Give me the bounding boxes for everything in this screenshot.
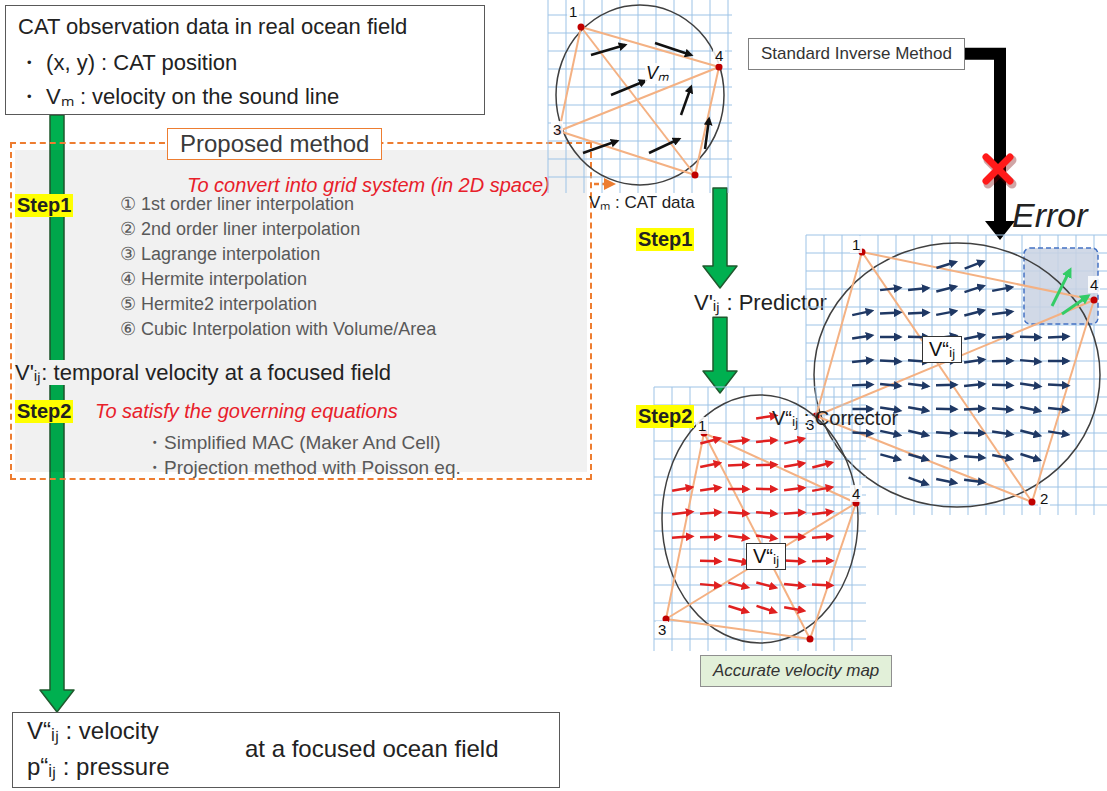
- step-tag: Step2: [15, 400, 73, 423]
- station-number: 4: [713, 47, 725, 64]
- text-line: p“ᵢⱼ : pressure: [27, 753, 170, 781]
- method-item: ④ Hermite interpolation: [120, 269, 307, 290]
- observation-circle: [662, 395, 858, 643]
- velocity-arrows: [583, 43, 709, 153]
- station-dots: [556, 24, 723, 179]
- result-note: Accurate velocity map: [700, 655, 892, 687]
- text-line: V“ᵢⱼ : velocity: [27, 717, 159, 745]
- station-number: 2: [1038, 490, 1050, 507]
- error-map: 14V“ᵢⱼ32: [812, 240, 1102, 510]
- result-box: V“ᵢⱼ : velocity p“ᵢⱼ : pressure at a focus…: [12, 712, 560, 788]
- text-line: ・ (x, y) : CAT position: [18, 50, 237, 75]
- observation-circle: [814, 243, 1100, 507]
- station-dots: [663, 430, 860, 643]
- goal-note: To convert into grid system (in 2D space…: [187, 174, 550, 197]
- station-number: 1: [567, 3, 579, 20]
- goal-note: To satisfy the governing equations: [95, 400, 398, 423]
- sound-lines: [666, 433, 856, 639]
- method-panel: Step1 To convert into grid system (in 2D …: [15, 150, 587, 472]
- source-box: CAT observation data in real ocean field…: [5, 5, 485, 115]
- station-number: 3: [551, 121, 563, 138]
- velocity-map: [812, 240, 1102, 510]
- method-region: Proposed methodStep1To convert into grid…: [10, 142, 592, 480]
- method-item: ・Projection method with Poisson eq.: [145, 457, 461, 479]
- method-item: ③ Lagrange interpolation: [120, 244, 320, 265]
- station-number: 1: [850, 236, 862, 253]
- sound-lines: [559, 27, 719, 175]
- error-tag: Error: [1012, 196, 1088, 235]
- result-line: V'ᵢⱼ: temporal velocity at a focused fie…: [15, 360, 395, 385]
- velocity-arrows: [672, 416, 832, 613]
- text-line: Vₘ : CAT data: [589, 193, 695, 213]
- text-line: ・ Vₘ : velocity on the sound line: [18, 84, 339, 109]
- velocity-arrows: [852, 261, 1068, 484]
- station-dots: [813, 249, 1098, 506]
- box-text: Accurate velocity map: [713, 661, 879, 681]
- text-line: V'ᵢⱼ : Predictor: [694, 290, 827, 315]
- flow-arrow: [703, 317, 737, 393]
- station-number: 3: [656, 621, 668, 638]
- station-number: 1: [696, 417, 708, 434]
- grid-lines: [548, 0, 732, 193]
- method-item: ② 2nd order liner interpolation: [120, 219, 360, 240]
- step-tag: Step1: [636, 228, 694, 251]
- step-tag: Step2: [636, 405, 694, 428]
- method-item: ⑥ Cubic Interpolation with Volume/Area: [120, 319, 436, 340]
- reject-cross: [986, 157, 1012, 184]
- method-item: ① 1st order liner interpolation: [120, 194, 354, 215]
- text-line: at a focused ocean field: [245, 735, 499, 763]
- method-box: Standard Inverse Method: [748, 38, 965, 70]
- text-line: CAT observation data in real ocean field: [18, 14, 407, 39]
- box-text: Standard Inverse Method: [761, 44, 952, 64]
- velocity-symbol: Vₘ: [645, 63, 670, 84]
- corrector-map: V“ᵢⱼ : Corrector14V“ᵢⱼ3: [660, 393, 860, 645]
- velocity-tag: V“ᵢⱼ: [922, 336, 962, 363]
- method-item: ・Simplified MAC (Maker And Cell): [145, 432, 441, 454]
- step-tag: Step1: [15, 194, 73, 217]
- velocity-map: [660, 393, 860, 645]
- method-item: ⑤ Hermite2 interpolation: [120, 294, 317, 315]
- velocity-map: [553, 3, 728, 188]
- flow-arrow: [965, 54, 1015, 240]
- error-zone: [1024, 248, 1098, 324]
- cat-data-map: 14Vₘ3Vₘ : CAT data: [553, 3, 728, 188]
- predictor-label: V'ᵢⱼ : Predictor: [690, 288, 831, 317]
- station-number: 4: [1088, 276, 1100, 293]
- sound-lines: [816, 252, 1094, 502]
- flow-arrow: [703, 188, 737, 288]
- text-line: V“ᵢⱼ : Corrector: [772, 407, 898, 430]
- station-number: 4: [850, 485, 862, 502]
- velocity-tag: V“ᵢⱼ: [746, 543, 786, 570]
- observation-circle: [556, 5, 724, 185]
- region-title: Proposed method: [167, 128, 382, 160]
